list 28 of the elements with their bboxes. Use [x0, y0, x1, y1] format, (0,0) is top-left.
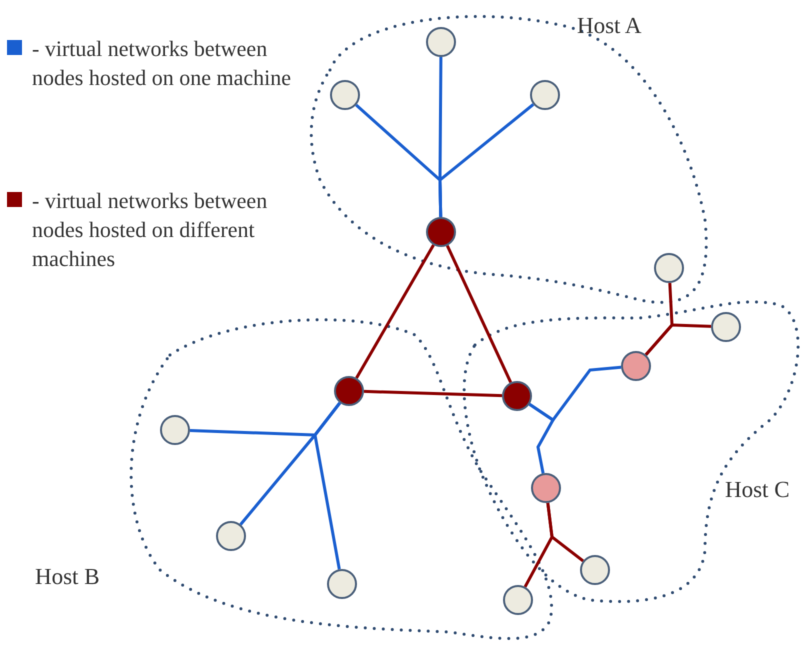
node-circle [531, 473, 561, 503]
node-circle [711, 312, 741, 342]
node-circle [530, 80, 560, 110]
network-link [355, 244, 435, 379]
node-circle [330, 80, 360, 110]
node-circle [503, 585, 533, 615]
network-link [446, 244, 512, 384]
host-label: Host C [725, 478, 790, 501]
node-circle [327, 569, 357, 599]
node-circle [216, 521, 246, 551]
host-label: Host B [35, 565, 100, 588]
network-link [364, 390, 502, 398]
host-label: Host A [577, 14, 642, 37]
network-link [528, 403, 555, 474]
node-circle [426, 27, 456, 57]
network-link [524, 502, 554, 588]
node-circle [580, 555, 610, 585]
network-link [644, 323, 712, 356]
node-circle [502, 381, 532, 411]
network-link [313, 402, 341, 570]
node-circle [654, 253, 684, 283]
node-circle [426, 217, 456, 247]
node-circle [621, 351, 651, 381]
network-link [438, 103, 534, 218]
node-circle [160, 415, 190, 445]
node-circle [334, 376, 364, 406]
legend-text: - virtual networks between nodes hosted on one machine [32, 35, 292, 92]
legend-text: - virtual networks between nodes hosted on different machines [32, 187, 268, 273]
